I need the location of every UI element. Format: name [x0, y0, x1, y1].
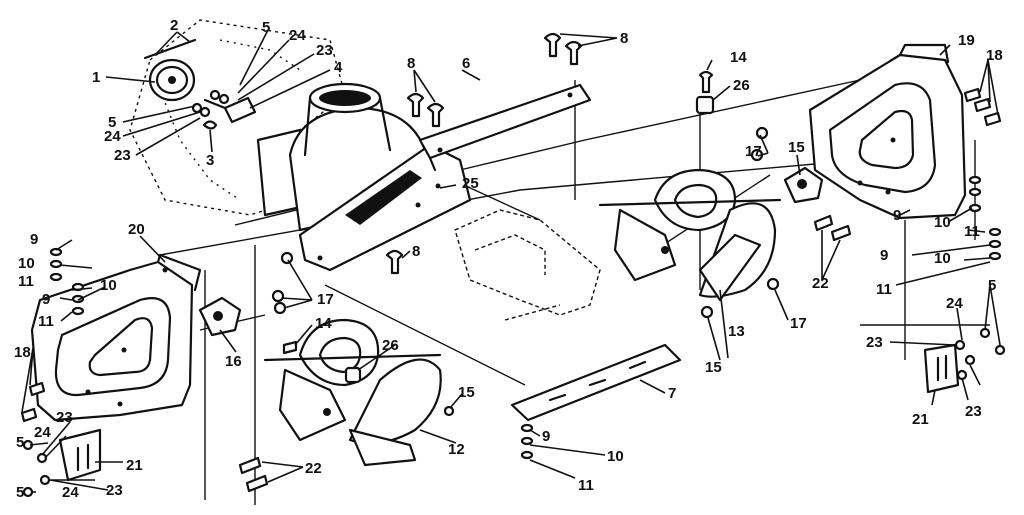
callout-18: 18 [986, 47, 1003, 64]
callout-10: 10 [18, 255, 35, 272]
callout-24: 24 [289, 27, 306, 44]
callout-23: 23 [965, 403, 982, 420]
callout-11: 11 [876, 281, 892, 298]
left-side-plate [30, 253, 202, 422]
callout-3: 3 [206, 152, 214, 169]
skid-shoe-right [923, 343, 960, 394]
scraper-bar [510, 343, 682, 422]
callout-13: 13 [728, 323, 745, 340]
callout-24: 24 [104, 128, 121, 145]
callout-16: 16 [225, 353, 242, 370]
callout-11: 11 [38, 313, 54, 330]
callout-14: 14 [730, 49, 747, 66]
callout-9: 9 [542, 428, 550, 445]
callout-4: 4 [334, 59, 343, 76]
callout-23: 23 [866, 334, 883, 351]
callout-14: 14 [315, 315, 332, 332]
callout-19: 19 [958, 32, 975, 49]
right-auger [598, 168, 782, 302]
callout-10: 10 [607, 448, 624, 465]
callout-5: 5 [988, 277, 996, 294]
callout-23: 23 [106, 482, 123, 499]
callout-15: 15 [705, 359, 722, 376]
callout-labels: 1 2 3 4 5 5 5 5 5 6 7 8 8 8 9 9 9 9 9 10… [14, 17, 1003, 501]
callout-8: 8 [620, 30, 628, 47]
callout-5: 5 [108, 114, 116, 131]
callout-9: 9 [880, 247, 888, 264]
bearing-flange-left [198, 296, 242, 337]
chute-disc [143, 38, 197, 102]
callout-21: 21 [126, 457, 143, 474]
chute-bracket [203, 96, 257, 124]
callout-18: 18 [14, 344, 31, 361]
callout-1: 1 [92, 69, 100, 86]
callout-26: 26 [733, 77, 750, 94]
callout-23: 23 [114, 147, 131, 164]
callout-26: 26 [382, 337, 399, 354]
callout-6: 6 [462, 55, 470, 72]
callout-23: 23 [316, 42, 333, 59]
callout-10: 10 [100, 277, 117, 294]
leader-lines [21, 29, 1001, 493]
callout-11: 11 [578, 477, 594, 494]
callout-22: 22 [305, 460, 322, 477]
callout-22: 22 [812, 275, 829, 292]
callout-12: 12 [448, 441, 465, 458]
callout-11: 11 [964, 223, 980, 240]
callout-7: 7 [668, 385, 676, 402]
callout-23: 23 [56, 409, 73, 426]
skid-shoe-left [58, 428, 102, 482]
callout-9: 9 [42, 291, 50, 308]
callout-5: 5 [16, 484, 24, 501]
callout-20: 20 [128, 221, 145, 238]
callout-24: 24 [946, 295, 963, 312]
callout-15: 15 [788, 139, 805, 156]
callout-9: 9 [30, 231, 38, 248]
callout-8: 8 [412, 243, 420, 260]
right-side-plate [808, 43, 967, 220]
callout-15: 15 [458, 384, 475, 401]
gearbox-ghost [454, 209, 601, 321]
callout-17: 17 [317, 291, 334, 308]
callout-17: 17 [745, 143, 762, 160]
callout-10: 10 [934, 250, 951, 267]
callout-11: 11 [18, 273, 34, 290]
left-auger [263, 318, 442, 467]
callout-25: 25 [462, 175, 479, 192]
callout-24: 24 [62, 484, 79, 501]
callout-9: 9 [893, 207, 901, 224]
bearing-flange-right [783, 166, 824, 204]
callout-8: 8 [407, 55, 415, 72]
callout-10: 10 [934, 214, 951, 231]
callout-17: 17 [790, 315, 807, 332]
callout-21: 21 [912, 411, 929, 428]
callout-5: 5 [262, 19, 270, 36]
callout-5: 5 [16, 434, 24, 451]
top-support-bar [418, 83, 592, 172]
callout-2: 2 [170, 17, 178, 34]
auger-housing [256, 82, 472, 272]
callout-24: 24 [34, 424, 51, 441]
